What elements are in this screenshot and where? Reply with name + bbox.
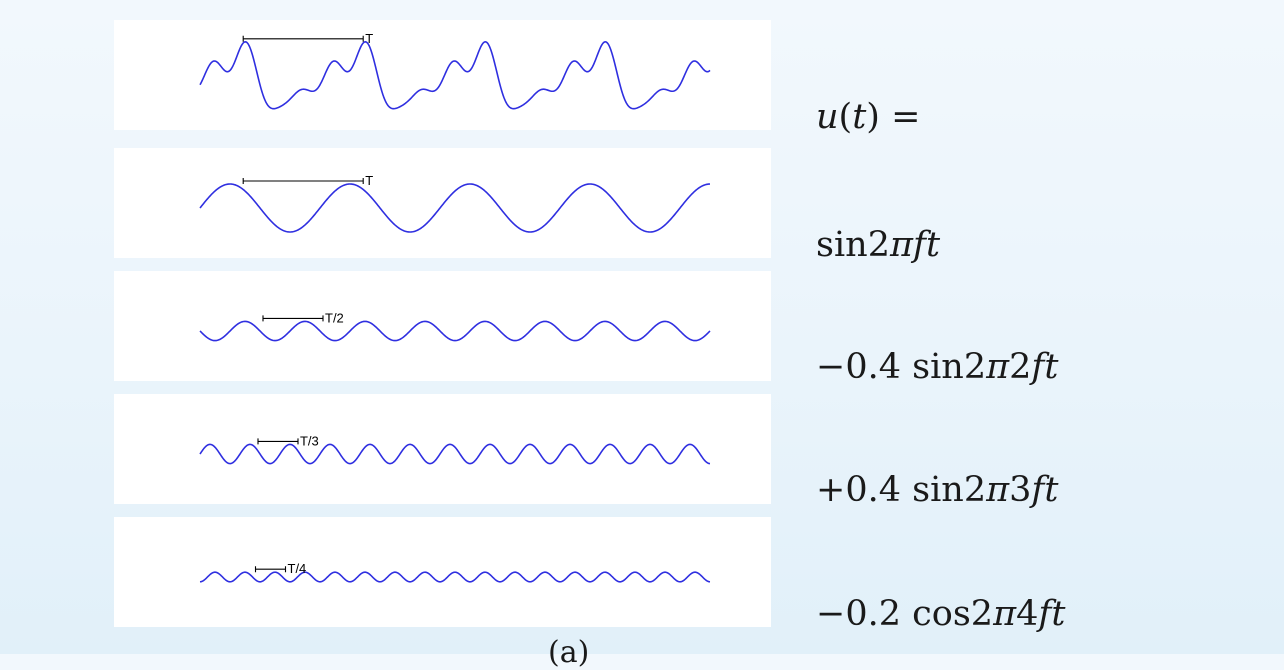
term-4-coef: 0.2 [845,594,901,634]
composite-wave-plot: T [199,31,711,110]
harmonic-3-wave-line [199,443,711,465]
period-label: T [365,31,373,46]
term-4-harmonic: 4 [1016,594,1039,634]
formula-term-2: −0.4 sin2π2ft [816,347,1059,387]
term-3-sign: + [816,470,846,510]
period-label: T [365,173,373,188]
period-label: T/3 [300,433,319,448]
formula-term-4: −0.2 cos2π4ft [816,594,1066,634]
figure-caption: (a) [548,635,590,670]
panel-composite-wave: T [114,20,771,130]
term-2-sign: − [816,347,846,387]
panel-harmonic-4: T/4 [114,517,771,627]
term-3-harmonic: 3 [1009,470,1032,510]
panel-harmonic-1: T [114,148,771,258]
harmonic-2-wave-line [199,320,711,342]
period-bracket [257,438,299,445]
term-2-harmonic: 2 [1009,347,1032,387]
panel-harmonic-3: T/3 [114,394,771,504]
term-2-fn: sin [912,347,964,387]
period-bracket [242,178,364,184]
period-bracket [262,315,324,322]
term-3-pi: π [986,470,1010,510]
term-4-sign: − [816,594,846,634]
harmonic-3-plot: T/3 [199,433,711,465]
period-bracket [254,566,287,573]
harmonic-4-wave-line [199,571,711,583]
term-1-pi: π [889,225,913,265]
harmonic-1-plot: T [199,173,711,233]
term-2-var: ft [1031,347,1059,387]
term-1-fn: sin [816,225,868,265]
term-3-var: ft [1031,470,1059,510]
term-2-coef: 0.4 [845,347,901,387]
formula-lhs: u(t) = [816,97,921,137]
period-label: T/4 [288,561,307,576]
formula-lhs-var: t [852,97,867,137]
harmonic-1-wave-line [199,183,711,233]
harmonic-2-plot: T/2 [199,310,711,342]
formula-term-1: sin2πft [816,225,941,265]
formula-lhs-func: u [816,97,839,137]
panel-harmonic-2: T/2 [114,271,771,381]
term-4-var: ft [1038,594,1066,634]
formula-term-3: +0.4 sin2π3ft [816,470,1059,510]
period-bracket [242,35,364,42]
harmonic-4-plot: T/4 [199,561,711,583]
term-2-pi: π [986,347,1010,387]
term-3-coef: 0.4 [845,470,901,510]
composite-wave-line [199,41,711,110]
period-label: T/2 [325,310,344,325]
term-4-pi: π [993,594,1017,634]
formula-equals: = [891,97,921,137]
term-1-var: ft [913,225,941,265]
term-4-fn: cos [912,594,971,634]
term-3-fn: sin [912,470,964,510]
